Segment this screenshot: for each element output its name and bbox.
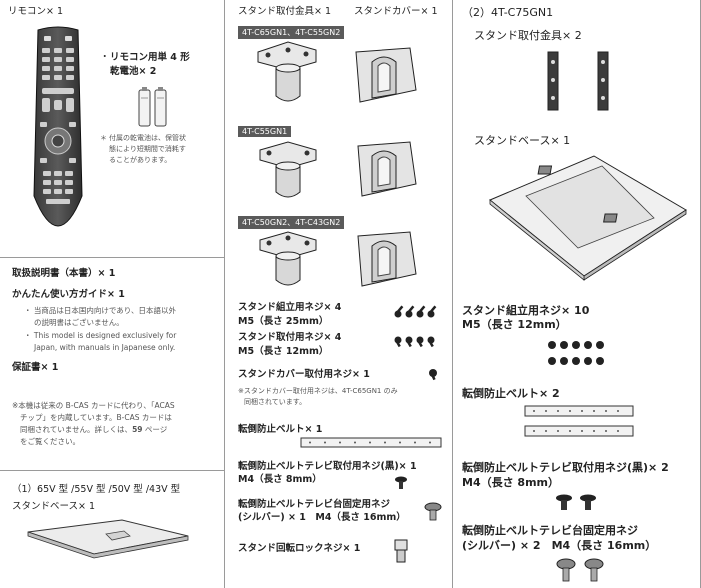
base-label: スタンドベース× 1	[474, 134, 571, 147]
assembly-screw-label: スタンド組立用ネジ× 10	[462, 304, 590, 317]
model-tag: 4T-C55GN1	[238, 126, 292, 137]
belt-table-screw-size: (シルバー) × 2 M4（長さ 16mm）	[462, 539, 657, 552]
cover-screw-label: スタンドカバー取付用ネジ× 1	[238, 369, 370, 380]
belt-table-screw-label: 転倒防止ベルトテレビ台固定用ネジ	[238, 499, 391, 510]
stand-cover-illustration	[357, 141, 417, 197]
cover-screw-note-line: ※スタンドカバー取付用ネジは、4T-C65GN1 のみ	[238, 387, 398, 395]
model-tag: 4T-C65GN1、4T-C55GN2	[238, 26, 345, 39]
belt-illustration	[300, 437, 442, 448]
bcas-note-line: ※本機は従来の B-CAS カードに代わり、「ACAS	[12, 401, 175, 410]
stand-bracket-illustration	[259, 141, 317, 198]
cover-screw-icon	[429, 369, 437, 381]
bcas-note-line: チップ」を内蔵しています。B-CAS カードは	[20, 413, 172, 422]
remote-control-illustration	[33, 26, 83, 227]
assembly-screw-size: M5（長さ 25mm）	[238, 316, 329, 327]
battery-label-line2: 乾電池× 2	[110, 66, 157, 77]
section-divider	[0, 470, 224, 471]
belt-tv-screw-label: 転倒防止ベルトテレビ取付用ネジ(黒)× 1	[238, 461, 417, 472]
belt-table-screws-icon	[556, 558, 604, 582]
battery-bullet: ・	[100, 52, 110, 63]
column-divider	[452, 0, 453, 588]
stand-base-label: スタンドベース× 1	[12, 501, 96, 512]
bcas-note-text: 同梱されていません。詳しくは、	[20, 425, 133, 434]
belt-label: 転倒防止ベルト× 1	[238, 424, 323, 435]
stand-cover-illustration	[357, 231, 417, 287]
section-divider	[0, 257, 224, 258]
model-tag: 4T-C50GN2、4T-C43GN2	[238, 216, 345, 229]
battery-note-line: ることがあります。	[109, 156, 172, 164]
remote-label: リモコン× 1	[8, 6, 64, 17]
guide-note-line: Japan, with manuals in Japanese only.	[34, 343, 176, 352]
belt-table-screw-icon	[424, 502, 442, 521]
assembly-screw-size: M5（長さ 12mm）	[462, 318, 567, 331]
belt-tv-screw-label: 転倒防止ベルトテレビ取付用ネジ(黒)× 2	[462, 461, 669, 474]
stand-base-large-illustration	[489, 155, 687, 281]
bracket-label: スタンド取付金具× 2	[474, 29, 582, 42]
header-cover-label: スタンドカバー× 1	[354, 6, 438, 17]
rotation-lock-screw-icon	[394, 539, 408, 563]
stand-cover-illustration	[355, 47, 417, 103]
column-divider	[224, 0, 225, 588]
header-bracket-label: スタンド取付金具× 1	[238, 6, 332, 17]
belt-tv-screw-icon	[395, 476, 407, 489]
guide-note-line: ・ This model is designed exclusively for	[24, 331, 177, 340]
bcas-note-text: ページ	[142, 425, 168, 434]
stand-base-illustration	[27, 519, 189, 559]
bcas-page-number: 59	[132, 425, 143, 434]
belt-tv-screw-size: M4（長さ 8mm）	[462, 476, 560, 489]
belt-table-screw-label: 転倒防止ベルトテレビ台固定用ネジ	[462, 524, 638, 537]
assembly-screws-icon	[394, 305, 437, 318]
guide-label: かんたん使い方ガイド× 1	[12, 289, 125, 300]
belt-pair-illustration	[524, 405, 634, 437]
assembly-screws-icon	[548, 341, 604, 365]
battery-illustration	[138, 87, 167, 127]
battery-note-line: 態により短期間で消耗す	[109, 145, 186, 153]
stand-bracket-illustration	[257, 41, 317, 102]
manual-label: 取扱説明書（本書）× 1	[12, 268, 116, 279]
rotation-lock-screw-label: スタンド回転ロックネジ× 1	[238, 543, 361, 554]
battery-note-bullet: ＊	[100, 134, 107, 142]
belt-table-screw-size: (シルバー) × 1 M4（長さ 16mm）	[238, 512, 406, 523]
belt-tv-screws-icon	[556, 494, 596, 510]
bcas-note-line: 同梱されていません。詳しくは、59 ページ	[20, 425, 167, 436]
stand-bracket-pair-illustration	[547, 51, 609, 111]
belt-label: 転倒防止ベルト× 2	[462, 387, 560, 400]
guide-note-line: の説明書はございません。	[34, 318, 124, 327]
battery-label-line1: リモコン用単 4 形	[110, 52, 190, 63]
guide-note-line: ・ 当商品は日本国内向けであり、日本語以外	[24, 306, 177, 315]
bcas-note-line: をご覧ください。	[20, 437, 80, 446]
section2-title: （2）4T-C75GN1	[462, 6, 554, 19]
mount-screw-size: M5（長さ 12mm）	[238, 346, 329, 357]
battery-note-line: 付属の乾電池は、保管状	[109, 134, 186, 142]
stand-bracket-illustration	[259, 231, 317, 286]
belt-tv-screw-size: M4（長さ 8mm）	[238, 474, 322, 485]
mount-screw-label: スタンド取付用ネジ× 4	[238, 332, 342, 343]
assembly-screw-label: スタンド組立用ネジ× 4	[238, 302, 342, 313]
cover-screw-note-line: 同梱されています。	[244, 398, 307, 406]
section1-title: （1）65V 型 /55V 型 /50V 型 /43V 型	[12, 484, 181, 495]
mount-screws-icon	[394, 336, 435, 348]
warranty-label: 保証書× 1	[12, 362, 59, 373]
